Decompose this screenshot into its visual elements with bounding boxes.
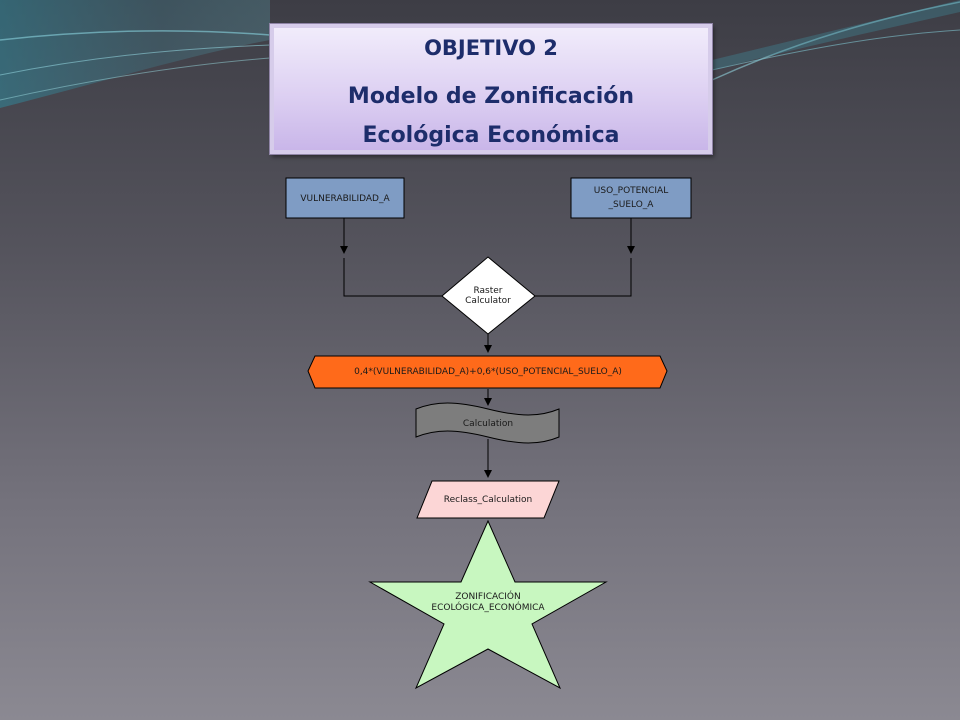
title-box: OBJETIVO 2 Modelo de Zonificación Ecológ… xyxy=(269,23,713,155)
input-uso-potencial-box xyxy=(570,177,692,219)
calculation-document xyxy=(415,402,560,444)
output-label-1: ZONIFICACIÓN xyxy=(455,590,521,602)
output-label-2: ECOLÓGICA_ECONÓMICA xyxy=(431,601,545,613)
calculation-label: Calculation xyxy=(463,419,513,429)
input-uso-potencial-label-1: USO_POTENCIAL xyxy=(594,186,668,196)
raster-calculator-diamond xyxy=(441,256,536,335)
title-line-2: Ecológica Económica xyxy=(362,123,620,148)
connector-join-right xyxy=(535,258,632,297)
reclass-parallelogram xyxy=(416,480,560,519)
reclass-label: Reclass_Calculation xyxy=(444,495,532,505)
input-vulnerabilidad-box xyxy=(285,177,405,219)
objective-heading: OBJETIVO 2 xyxy=(424,36,558,60)
connector-join-left xyxy=(343,258,442,297)
title-line-1: Modelo de Zonificación xyxy=(347,84,635,109)
expression-label: 0,4*(VULNERABILIDAD_A)+0,6*(USO_POTENCIA… xyxy=(354,367,622,377)
raster-calculator-label-2: Calculator xyxy=(465,296,511,306)
output-star xyxy=(368,519,608,690)
input-vulnerabilidad-label: VULNERABILIDAD_A xyxy=(300,194,390,204)
raster-calculator-label-1: Raster xyxy=(473,286,502,296)
input-uso-potencial-label-2: _SUELO_A xyxy=(608,200,655,210)
expression-hexagon xyxy=(307,355,668,389)
